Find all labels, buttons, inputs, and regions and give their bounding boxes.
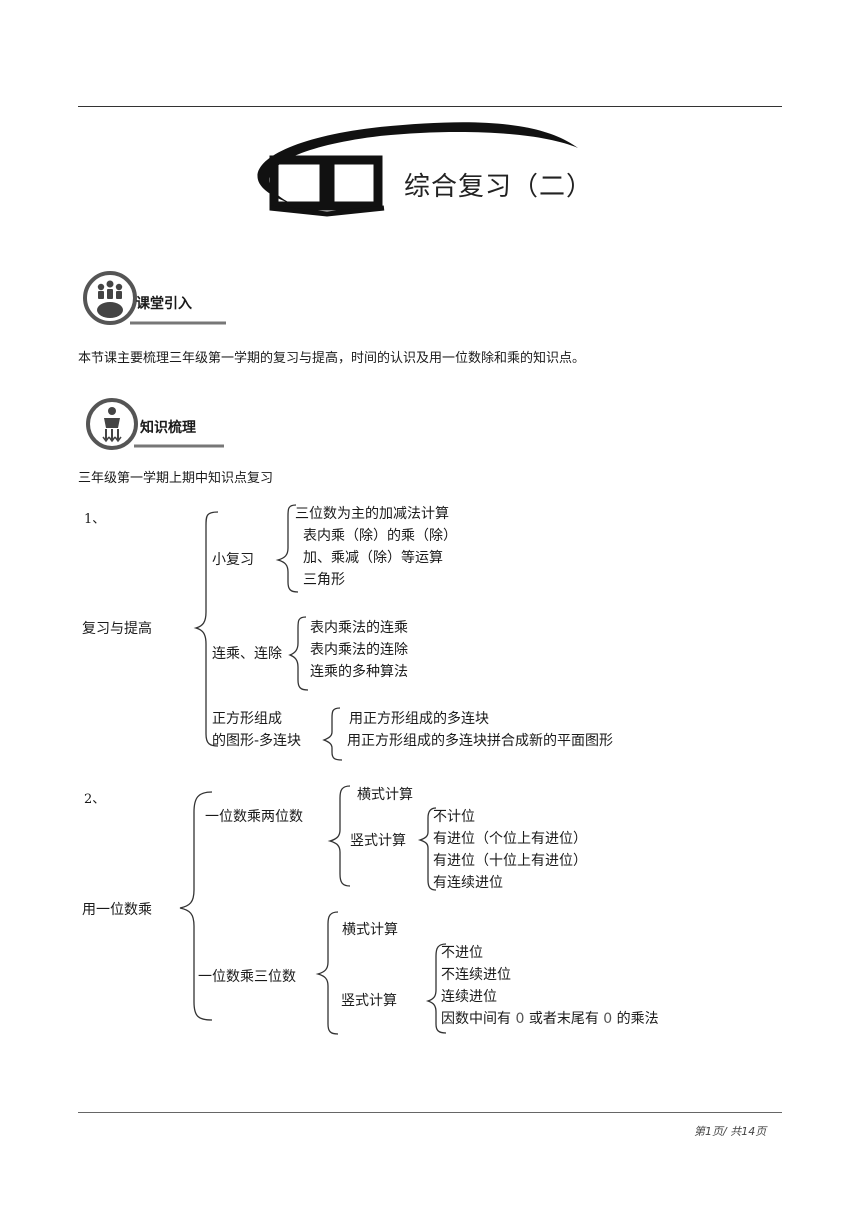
outline2-root: 用一位数乘	[82, 902, 152, 918]
outline1-number: 1、	[84, 512, 106, 527]
knowledge-header-graphic	[86, 398, 224, 450]
knowledge-subtitle: 三年级第一学期上期中知识点复习	[78, 471, 274, 486]
outline2-horizontal-label: 横式计算	[357, 787, 413, 803]
intro-section-label: 课堂引入	[136, 296, 192, 312]
outline1-item: 三位数为主的加减法计算	[295, 506, 449, 522]
outline1-item: 三角形	[303, 572, 345, 588]
outline1-group-label-line: 的图形-多连块	[212, 733, 302, 749]
outline2-item-text: 的乘法	[612, 1011, 659, 1027]
intro-paragraph: 本节课主要梳理三年级第一学期的复习与提高，时间的认识及用一位数除和乘的知识点。	[78, 351, 586, 366]
outline2-item: 因数中间有 0 或者末尾有 0 的乘法	[441, 1008, 659, 1030]
footer-rule	[78, 1112, 782, 1113]
outline2-vertical-label: 竖式计算	[350, 833, 406, 849]
outline2-number: 2、	[84, 792, 106, 807]
outline1-item: 表内乘法的连除	[310, 642, 408, 658]
outline2-item-text: 因数中间有	[441, 1011, 516, 1027]
header-rule	[78, 106, 782, 107]
outline2-item: 有进位（十位上有进位）	[433, 853, 587, 869]
outline1-group-items: 三位数为主的加减法计算 表内乘（除）的乘（除） 加、乘减（除）等运算 三角形	[295, 503, 457, 591]
knowledge-section-label: 知识梳理	[140, 420, 196, 436]
outline2-item: 有进位（个位上有进位）	[433, 831, 587, 847]
outline2-item: 不进位	[441, 945, 483, 961]
outline2-group-items: 不进位 不连续进位 连续进位 因数中间有 0 或者末尾有 0 的乘法	[441, 942, 659, 1030]
outline2-item: 连续进位	[441, 989, 497, 1005]
intro-header-graphic	[83, 271, 226, 325]
outline1-item: 用正方形组成的多连块	[349, 711, 489, 727]
open-book-icon	[269, 155, 385, 217]
title-banner	[257, 122, 578, 217]
outline2-item: 不计位	[433, 809, 475, 825]
outline2-item: 不连续进位	[441, 967, 511, 983]
outline2-item-text: 或者末尾有	[524, 1011, 604, 1027]
group-people-icon	[97, 280, 123, 318]
outline1-root: 复习与提高	[82, 621, 152, 637]
outline2-group-label: 一位数乘三位数	[198, 969, 296, 985]
outline1-item: 连乘的多种算法	[310, 664, 408, 680]
outline1-group-label: 连乘、连除	[212, 646, 282, 662]
outline1-group-label-line: 正方形组成	[212, 711, 282, 727]
outline2-group-items: 不计位 有进位（个位上有进位） 有进位（十位上有进位） 有连续进位	[433, 806, 587, 894]
zero-digit: 0	[603, 1011, 613, 1027]
outline2-group-label: 一位数乘两位数	[205, 809, 303, 825]
outline1-item: 表内乘法的连乘	[310, 620, 408, 636]
outline1-item: 用正方形组成的多连块拼合成新的平面图形	[347, 733, 613, 749]
outline1-group-items: 用正方形组成的多连块 用正方形组成的多连块拼合成新的平面图形	[347, 708, 613, 752]
zero-digit: 0	[515, 1011, 525, 1027]
person-arrows-icon	[102, 407, 122, 443]
page-title: 综合复习（二）	[404, 172, 594, 202]
outline2-vertical-label: 竖式计算	[341, 993, 397, 1009]
outline2-item: 有连续进位	[433, 875, 503, 891]
outline1-item: 加、乘减（除）等运算	[303, 550, 443, 566]
outline1-group-items: 表内乘法的连乘 表内乘法的连除 连乘的多种算法	[310, 617, 408, 683]
page-number: 第1页/ 共14页	[694, 1125, 767, 1138]
outline2-horizontal-label: 横式计算	[342, 922, 398, 938]
outline1-item: 表内乘（除）的乘（除）	[303, 528, 457, 544]
outline1-group-label: 小复习	[212, 552, 254, 568]
outline1-group-label: 正方形组成 的图形-多连块	[212, 708, 301, 752]
